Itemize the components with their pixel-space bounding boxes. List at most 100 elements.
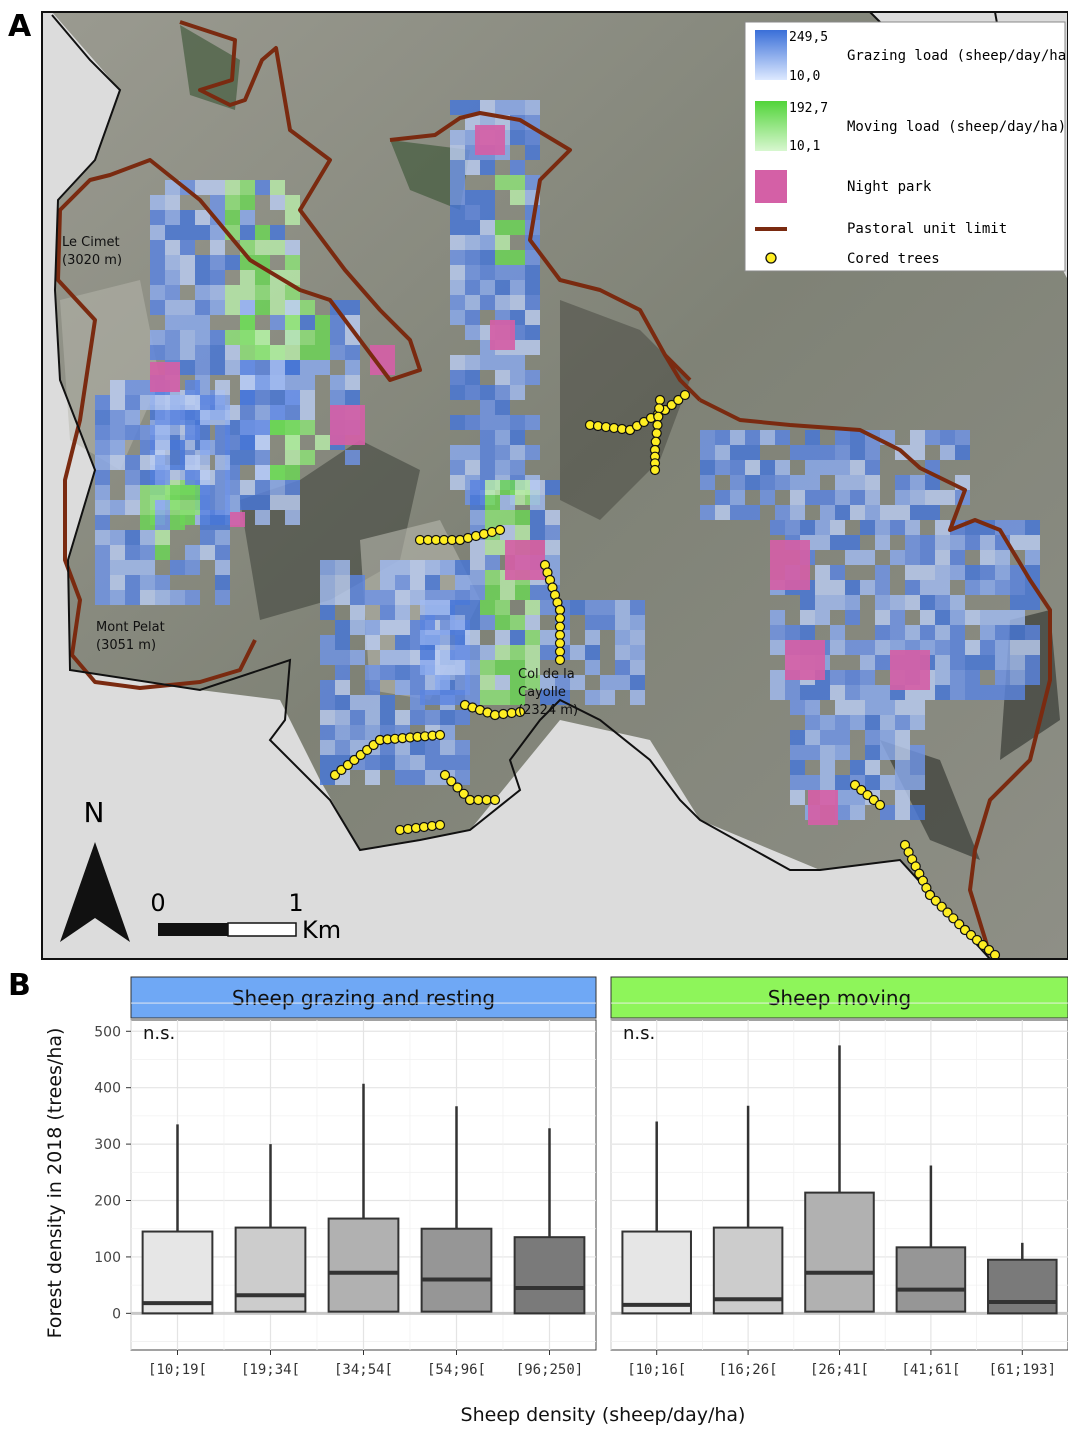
load-cell <box>585 645 600 660</box>
load-cell <box>515 585 530 600</box>
significance-label: n.s. <box>623 1023 655 1044</box>
load-cell <box>95 395 110 410</box>
load-cell <box>255 495 270 510</box>
cored-tree-dot <box>481 794 492 806</box>
load-cell <box>845 580 860 595</box>
load-cell <box>480 385 495 400</box>
load-cell <box>125 590 140 605</box>
load-cell <box>270 420 285 435</box>
load-cell <box>110 530 125 545</box>
load-cell <box>195 285 210 300</box>
load-cell <box>380 575 395 590</box>
load-cell <box>450 190 465 205</box>
load-cell <box>225 300 240 315</box>
load-cell <box>410 560 425 575</box>
load-cell <box>285 465 300 480</box>
load-cell <box>585 600 600 615</box>
load-cell <box>395 590 410 605</box>
load-cell <box>320 650 335 665</box>
load-cell <box>335 680 350 695</box>
load-cell <box>510 460 525 475</box>
load-cell <box>180 210 195 225</box>
load-cell <box>910 700 925 715</box>
load-cell <box>910 475 925 490</box>
load-cell <box>465 355 480 370</box>
load-cell <box>525 415 540 430</box>
load-cell <box>880 730 895 745</box>
load-cell <box>875 625 890 640</box>
x-tick-label: [34;54[ <box>334 1362 393 1378</box>
y-tick-label: 400 <box>94 1081 121 1097</box>
boxplot-svg: B Forest density in 2018 (trees/ha) Shee… <box>8 968 1068 1426</box>
load-cell <box>865 475 880 490</box>
load-cell <box>910 430 925 445</box>
load-cell <box>455 575 470 590</box>
load-cell <box>450 280 465 295</box>
load-cell <box>485 510 500 525</box>
load-cell <box>380 695 395 710</box>
load-cell <box>700 475 715 490</box>
load-cell <box>225 195 240 210</box>
load-cell <box>285 495 300 510</box>
load-cell <box>240 210 255 225</box>
load-cell <box>270 225 285 240</box>
load-cell <box>510 190 525 205</box>
load-cell <box>910 760 925 775</box>
load-cell <box>895 730 910 745</box>
load-cell <box>965 685 980 700</box>
load-cell <box>495 430 510 445</box>
load-cell <box>495 250 510 265</box>
load-cell <box>335 710 350 725</box>
y-axis-label: Forest density in 2018 (trees/ha) <box>44 1028 66 1339</box>
place-name-col-cayolle: Col de la <box>518 667 575 682</box>
load-cell <box>495 235 510 250</box>
load-cell <box>615 615 630 630</box>
load-cell <box>965 610 980 625</box>
load-cell <box>820 460 835 475</box>
load-cell <box>790 475 805 490</box>
load-cell <box>495 600 510 615</box>
cored-tree-dot <box>514 706 526 718</box>
load-cell <box>495 355 510 370</box>
legend-night-park-swatch <box>755 170 787 203</box>
load-cell <box>895 745 910 760</box>
load-cell <box>395 560 410 575</box>
load-cell <box>1025 640 1040 655</box>
load-cell <box>155 395 170 410</box>
load-cell <box>850 430 865 445</box>
load-cell <box>730 475 745 490</box>
load-cell <box>450 385 465 400</box>
load-cell <box>155 440 170 455</box>
load-cell <box>510 250 525 265</box>
load-cell <box>860 550 875 565</box>
load-cell <box>345 300 360 315</box>
y-tick-label: 300 <box>94 1137 121 1153</box>
load-cell <box>315 435 330 450</box>
load-cell <box>200 440 215 455</box>
load-cell <box>465 250 480 265</box>
night-park <box>808 790 838 825</box>
load-cell <box>350 605 365 620</box>
significance-label: n.s. <box>143 1023 175 1044</box>
load-cell <box>805 460 820 475</box>
load-cell <box>510 690 525 705</box>
load-cell <box>965 580 980 595</box>
load-cell <box>630 660 645 675</box>
load-cell <box>380 620 395 635</box>
load-cell <box>925 490 940 505</box>
legend-grazing-label: Grazing load (sheep/day/ha) <box>847 48 1068 64</box>
load-cell <box>790 700 805 715</box>
load-cell <box>835 700 850 715</box>
load-cell <box>510 370 525 385</box>
load-cell <box>225 210 240 225</box>
box-iqr <box>621 1230 692 1315</box>
load-cell <box>140 590 155 605</box>
load-cell <box>365 725 380 740</box>
load-cell <box>995 550 1010 565</box>
load-cell <box>980 655 995 670</box>
load-cell <box>510 385 525 400</box>
load-cell <box>865 460 880 475</box>
load-cell <box>150 330 165 345</box>
load-cell <box>835 730 850 745</box>
load-cell <box>335 695 350 710</box>
